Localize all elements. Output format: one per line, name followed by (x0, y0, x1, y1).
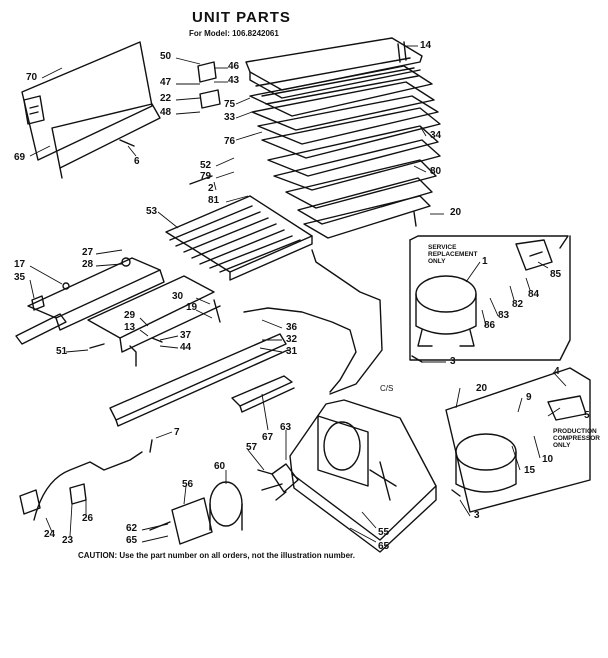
callout-label: 50 (160, 51, 172, 62)
callout-label: 6 (134, 156, 140, 167)
callout-label: 60 (214, 461, 226, 472)
callout-label: 43 (228, 75, 240, 86)
callout-label: 69 (14, 152, 26, 163)
callout-label: 81 (208, 195, 220, 206)
callout-label: 75 (224, 99, 236, 110)
callout-label: 31 (286, 346, 298, 357)
callout-label: 48 (160, 107, 172, 118)
callout-label: 55 (378, 527, 390, 538)
callout-label: 63 (280, 422, 292, 433)
callout-label: 53 (146, 206, 158, 217)
condenser-coil (245, 37, 441, 239)
service-compressor (409, 235, 571, 361)
callout-label: 51 (56, 346, 68, 357)
callout-label: 83 (498, 310, 510, 321)
callout-label: 19 (186, 302, 198, 313)
callout-label: 20 (476, 383, 488, 394)
callout-label: 20 (450, 207, 462, 218)
caution-note: CAUTION: Use the part number on all orde… (78, 551, 355, 560)
callout-label: 4 (554, 366, 560, 377)
callout-label: 70 (26, 72, 38, 83)
callout-label: 22 (160, 93, 172, 104)
condenser-fan (149, 463, 299, 545)
callout-label: 23 (62, 535, 74, 546)
callout-label: 32 (286, 334, 298, 345)
callout-label: 5 (584, 410, 590, 421)
discharge-tubing (243, 307, 357, 393)
callout-label: 7 (174, 427, 180, 438)
callout-label: 34 (430, 130, 442, 141)
service-replacement-note: SERVICE REPLACEMENT ONLY (428, 244, 478, 265)
callout-label: 28 (82, 259, 94, 270)
callout-label: 24 (44, 529, 56, 540)
callout-label: 62 (126, 523, 138, 534)
callout-label: 67 (262, 432, 274, 443)
callout-label: 82 (512, 299, 524, 310)
callout-label: 44 (180, 342, 192, 353)
callout-label: 85 (550, 269, 562, 280)
callout-label: 1 (482, 256, 488, 267)
back-panel (21, 41, 161, 179)
callout-label: 13 (124, 322, 136, 333)
callout-label: 84 (528, 289, 540, 300)
callout-label: 57 (246, 442, 258, 453)
callout-label: 35 (14, 272, 26, 283)
callout-label: 46 (228, 61, 240, 72)
callout-label: 2 (208, 183, 214, 194)
base-pan (289, 399, 437, 553)
callout-label: 79 (200, 171, 212, 182)
cs-note: C/S (380, 384, 394, 393)
callout-label: 37 (180, 330, 192, 341)
callout-label: 47 (160, 77, 172, 88)
callout-label: 17 (14, 259, 26, 270)
page-title: UNIT PARTS (192, 9, 291, 26)
callout-label: 3 (450, 356, 456, 367)
callout-label: 3 (474, 510, 480, 521)
callout-label: 27 (82, 247, 94, 258)
callout-label: 65 (126, 535, 138, 546)
callout-label: 76 (224, 136, 236, 147)
model-number: For Model: 106.8242061 (189, 29, 279, 38)
callout-label: 65 (378, 541, 390, 552)
callout-label: 80 (430, 166, 442, 177)
callout-label: 15 (524, 465, 536, 476)
evaporator-coil (165, 195, 383, 395)
callout-label: 26 (82, 513, 94, 524)
fan-bracket (231, 375, 295, 413)
callout-label: 29 (124, 310, 136, 321)
callout-label: 14 (420, 40, 432, 51)
callout-label: 52 (200, 160, 212, 171)
callout-label: 56 (182, 479, 194, 490)
production-compressor (445, 367, 591, 513)
callout-label: 10 (542, 454, 554, 465)
callout-label: 9 (526, 392, 532, 403)
callout-label: 33 (224, 112, 236, 123)
production-compressor-note: PRODUCTION COMPRESSOR ONLY (553, 428, 600, 449)
power-cord (19, 451, 143, 521)
compressor-mount-frame (15, 257, 289, 427)
callout-label: 36 (286, 322, 298, 333)
callout-label: 86 (484, 320, 496, 331)
callout-label: 30 (172, 291, 184, 302)
